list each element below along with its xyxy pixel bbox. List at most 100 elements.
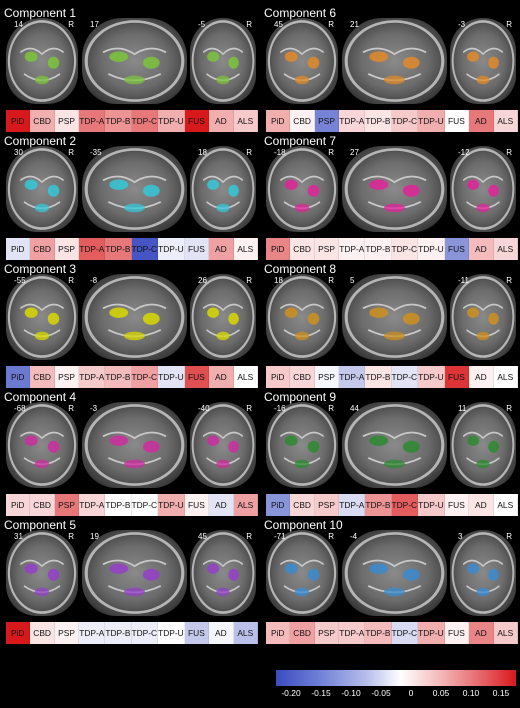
slice-coordinate: 19 xyxy=(90,532,99,541)
slice-coordinate: 31 xyxy=(14,532,23,541)
slice-coordinate: -68 xyxy=(14,404,26,413)
correlation-cell: PSP xyxy=(54,238,80,260)
slice-coordinate: -5 xyxy=(198,20,206,29)
correlation-cell: PSP xyxy=(314,622,340,644)
correlation-cell: CBD xyxy=(30,238,55,260)
correlation-cell: PSP xyxy=(314,110,340,132)
orientation-label: R xyxy=(68,148,74,157)
component-title: Component 8 xyxy=(264,262,337,276)
correlation-cell: ALS xyxy=(493,622,518,644)
correlation-cell: TDP-B xyxy=(365,494,392,516)
component-title: Component 2 xyxy=(4,134,77,148)
colorbar-tick-label: 0.05 xyxy=(432,688,450,698)
component-title: Component 3 xyxy=(4,262,77,276)
brain-slice-image: -68 R xyxy=(6,402,78,488)
brain-slice-image: -8 xyxy=(82,274,187,360)
correlation-cell: CBD xyxy=(30,494,55,516)
component-title: Component 7 xyxy=(264,134,337,148)
slice-coordinate: -71 xyxy=(274,532,286,541)
colorbar-legend xyxy=(276,670,516,686)
correlation-cell: TDP-U xyxy=(418,110,445,132)
slice-coordinate: 30 xyxy=(14,148,23,157)
correlation-cell: PSP xyxy=(54,622,80,644)
component-title: Component 6 xyxy=(264,6,337,20)
orientation-label: R xyxy=(328,404,334,413)
orientation-label: R xyxy=(68,404,74,413)
correlation-cell: PiD xyxy=(266,110,291,132)
correlation-cell: FUS xyxy=(444,110,470,132)
slice-coordinate: 45 xyxy=(198,532,207,541)
correlation-cell: CBD xyxy=(30,622,55,644)
slice-coordinate: -18 xyxy=(274,148,286,157)
slice-coordinate: 44 xyxy=(350,404,359,413)
colorbar-tick-label: 0 xyxy=(408,688,414,698)
orientation-label: R xyxy=(506,532,512,541)
correlation-cell: TDP-U xyxy=(418,622,445,644)
correlation-cell: TDP-U xyxy=(158,494,185,516)
orientation-label: R xyxy=(328,276,334,285)
brain-slice-image: -3 xyxy=(82,402,187,488)
slice-coordinate: 26 xyxy=(198,276,207,285)
correlation-cell: TDP-A xyxy=(79,110,106,132)
colorbar-tick-label: 0.15 xyxy=(492,688,510,698)
correlation-cell: TDP-B xyxy=(105,110,132,132)
correlation-cell: AD xyxy=(209,366,234,388)
correlation-cell: TDP-A xyxy=(339,622,366,644)
correlation-cell: CBD xyxy=(290,622,315,644)
orientation-label: R xyxy=(68,20,74,29)
correlation-cell: TDP-B xyxy=(365,622,392,644)
orientation-label: R xyxy=(328,148,334,157)
correlation-cell: FUS xyxy=(444,622,470,644)
correlation-cell: TDP-B xyxy=(105,366,132,388)
brain-slice-image: 21 xyxy=(342,18,447,104)
slice-coordinate: -16 xyxy=(274,404,286,413)
correlation-cell: TDP-A xyxy=(339,366,366,388)
brain-slice-image: 27 xyxy=(342,146,447,232)
correlation-cell: ALS xyxy=(233,366,258,388)
slice-coordinate: -40 xyxy=(198,404,210,413)
brain-slice-image: 19 xyxy=(82,530,187,616)
colorbar-tick-label: -0.15 xyxy=(311,688,331,698)
correlation-cell: AD xyxy=(469,494,494,516)
correlation-cell: TDP-C xyxy=(391,494,419,516)
correlation-cell: TDP-A xyxy=(79,366,106,388)
correlation-cell: TDP-B xyxy=(365,366,392,388)
slice-coordinate: -4 xyxy=(350,532,358,541)
correlation-cell: TDP-U xyxy=(418,238,445,260)
correlation-cell: TDP-U xyxy=(418,366,445,388)
correlation-cell: TDP-A xyxy=(339,110,366,132)
correlation-cell: PiD xyxy=(6,366,31,388)
correlation-cell: FUS xyxy=(184,366,210,388)
correlation-cell: TDP-U xyxy=(158,238,185,260)
correlation-cell: CBD xyxy=(290,110,315,132)
correlation-cell: TDP-B xyxy=(365,238,392,260)
correlation-cell: FUS xyxy=(184,238,210,260)
colorbar-tick-label: 0.10 xyxy=(462,688,480,698)
slice-coordinate: 21 xyxy=(350,20,359,29)
correlation-cell: TDP-C xyxy=(131,494,159,516)
orientation-label: R xyxy=(68,532,74,541)
slice-coordinate: 45 xyxy=(274,20,283,29)
correlation-cell: ALS xyxy=(493,238,518,260)
brain-slice-image: -18 R xyxy=(266,146,338,232)
correlation-cell: AD xyxy=(209,622,234,644)
slice-coordinate: -55 xyxy=(14,276,26,285)
orientation-label: R xyxy=(506,148,512,157)
orientation-label: R xyxy=(246,148,252,157)
brain-slice-image: 5 xyxy=(342,274,447,360)
